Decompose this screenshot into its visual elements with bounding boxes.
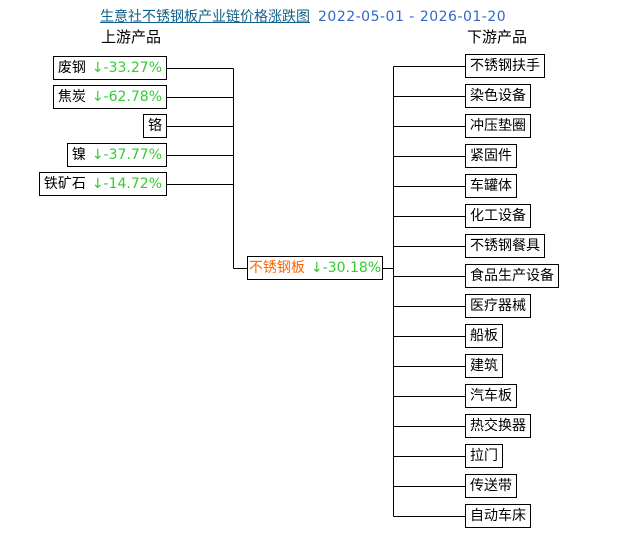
node-label: 染色设备: [470, 88, 526, 104]
upstream-column-label: 上游产品: [101, 28, 162, 46]
node-label: 铬: [148, 118, 162, 134]
downstream-node-chemical-equipment[interactable]: 化工设备: [465, 204, 531, 228]
page-title: 生意社不锈钢板产业链价格涨跌图 2022-05-01 - 2026-01-20: [100, 6, 506, 26]
upstream-node-nickel[interactable]: 镍 ↓-37.77%: [66, 143, 167, 167]
downstream-node-fasteners[interactable]: 紧固件: [465, 144, 517, 168]
node-label: 冲压垫圈: [470, 118, 526, 134]
node-label: 拉门: [470, 448, 498, 464]
node-label: 车罐体: [470, 178, 512, 194]
downstream-node-automatic-lathe[interactable]: 自动车床: [465, 504, 531, 528]
date-range: 2022-05-01 - 2026-01-20: [318, 9, 507, 25]
downstream-node-construction[interactable]: 建筑: [465, 354, 503, 378]
downstream-node-conveyor-belt[interactable]: 传送带: [465, 474, 517, 498]
node-change-down: ↓-14.72%: [91, 176, 162, 192]
node-label: 紧固件: [470, 148, 512, 164]
node-change-down: ↓-30.18%: [310, 260, 382, 276]
node-label: 化工设备: [470, 208, 526, 224]
downstream-node-ship-plate[interactable]: 船板: [465, 324, 503, 348]
downstream-node-food-production-equipment[interactable]: 食品生产设备: [465, 264, 559, 288]
node-label: 不锈钢餐具: [470, 238, 540, 254]
center-node-stainless-steel-plate[interactable]: 不锈钢板 ↓-30.18%: [247, 256, 383, 280]
downstream-node-dyeing-equipment[interactable]: 染色设备: [465, 84, 531, 108]
downstream-node-tank-body[interactable]: 车罐体: [465, 174, 517, 198]
node-label: 自动车床: [470, 508, 526, 524]
node-label: 铁矿石: [43, 176, 86, 192]
node-label: 焦炭: [57, 89, 86, 105]
downstream-node-medical-devices[interactable]: 医疗器械: [465, 294, 531, 318]
node-label: 食品生产设备: [470, 268, 554, 284]
node-label: 船板: [470, 328, 498, 344]
node-label: 不锈钢板: [248, 260, 305, 276]
node-label: 汽车板: [470, 388, 512, 404]
downstream-node-heat-exchanger[interactable]: 热交换器: [465, 414, 531, 438]
node-change-down: ↓-33.27%: [91, 60, 162, 76]
upstream-node-chromium[interactable]: 铬: [143, 114, 167, 138]
node-label: 建筑: [470, 358, 498, 374]
node-change-down: ↓-37.77%: [91, 147, 162, 163]
downstream-node-stamping-washer[interactable]: 冲压垫圈: [465, 114, 531, 138]
downstream-node-handrail[interactable]: 不锈钢扶手: [465, 54, 545, 78]
chart-title-link[interactable]: 生意社不锈钢板产业链价格涨跌图: [100, 9, 310, 25]
downstream-column-label: 下游产品: [467, 28, 528, 46]
node-label: 废钢: [57, 60, 86, 76]
node-label: 医疗器械: [470, 298, 526, 314]
node-change-down: ↓-62.78%: [91, 89, 162, 105]
upstream-node-coke[interactable]: 焦炭 ↓-62.78%: [52, 85, 167, 109]
node-label: 热交换器: [470, 418, 526, 434]
node-label: 传送带: [470, 478, 512, 494]
upstream-node-scrap-steel[interactable]: 废钢 ↓-33.27%: [52, 56, 167, 80]
upstream-node-iron-ore[interactable]: 铁矿石 ↓-14.72%: [38, 172, 167, 196]
node-label: 镍: [71, 147, 86, 163]
downstream-node-sliding-door[interactable]: 拉门: [465, 444, 503, 468]
downstream-node-auto-plate[interactable]: 汽车板: [465, 384, 517, 408]
node-label: 不锈钢扶手: [470, 58, 540, 74]
downstream-node-tableware[interactable]: 不锈钢餐具: [465, 234, 545, 258]
